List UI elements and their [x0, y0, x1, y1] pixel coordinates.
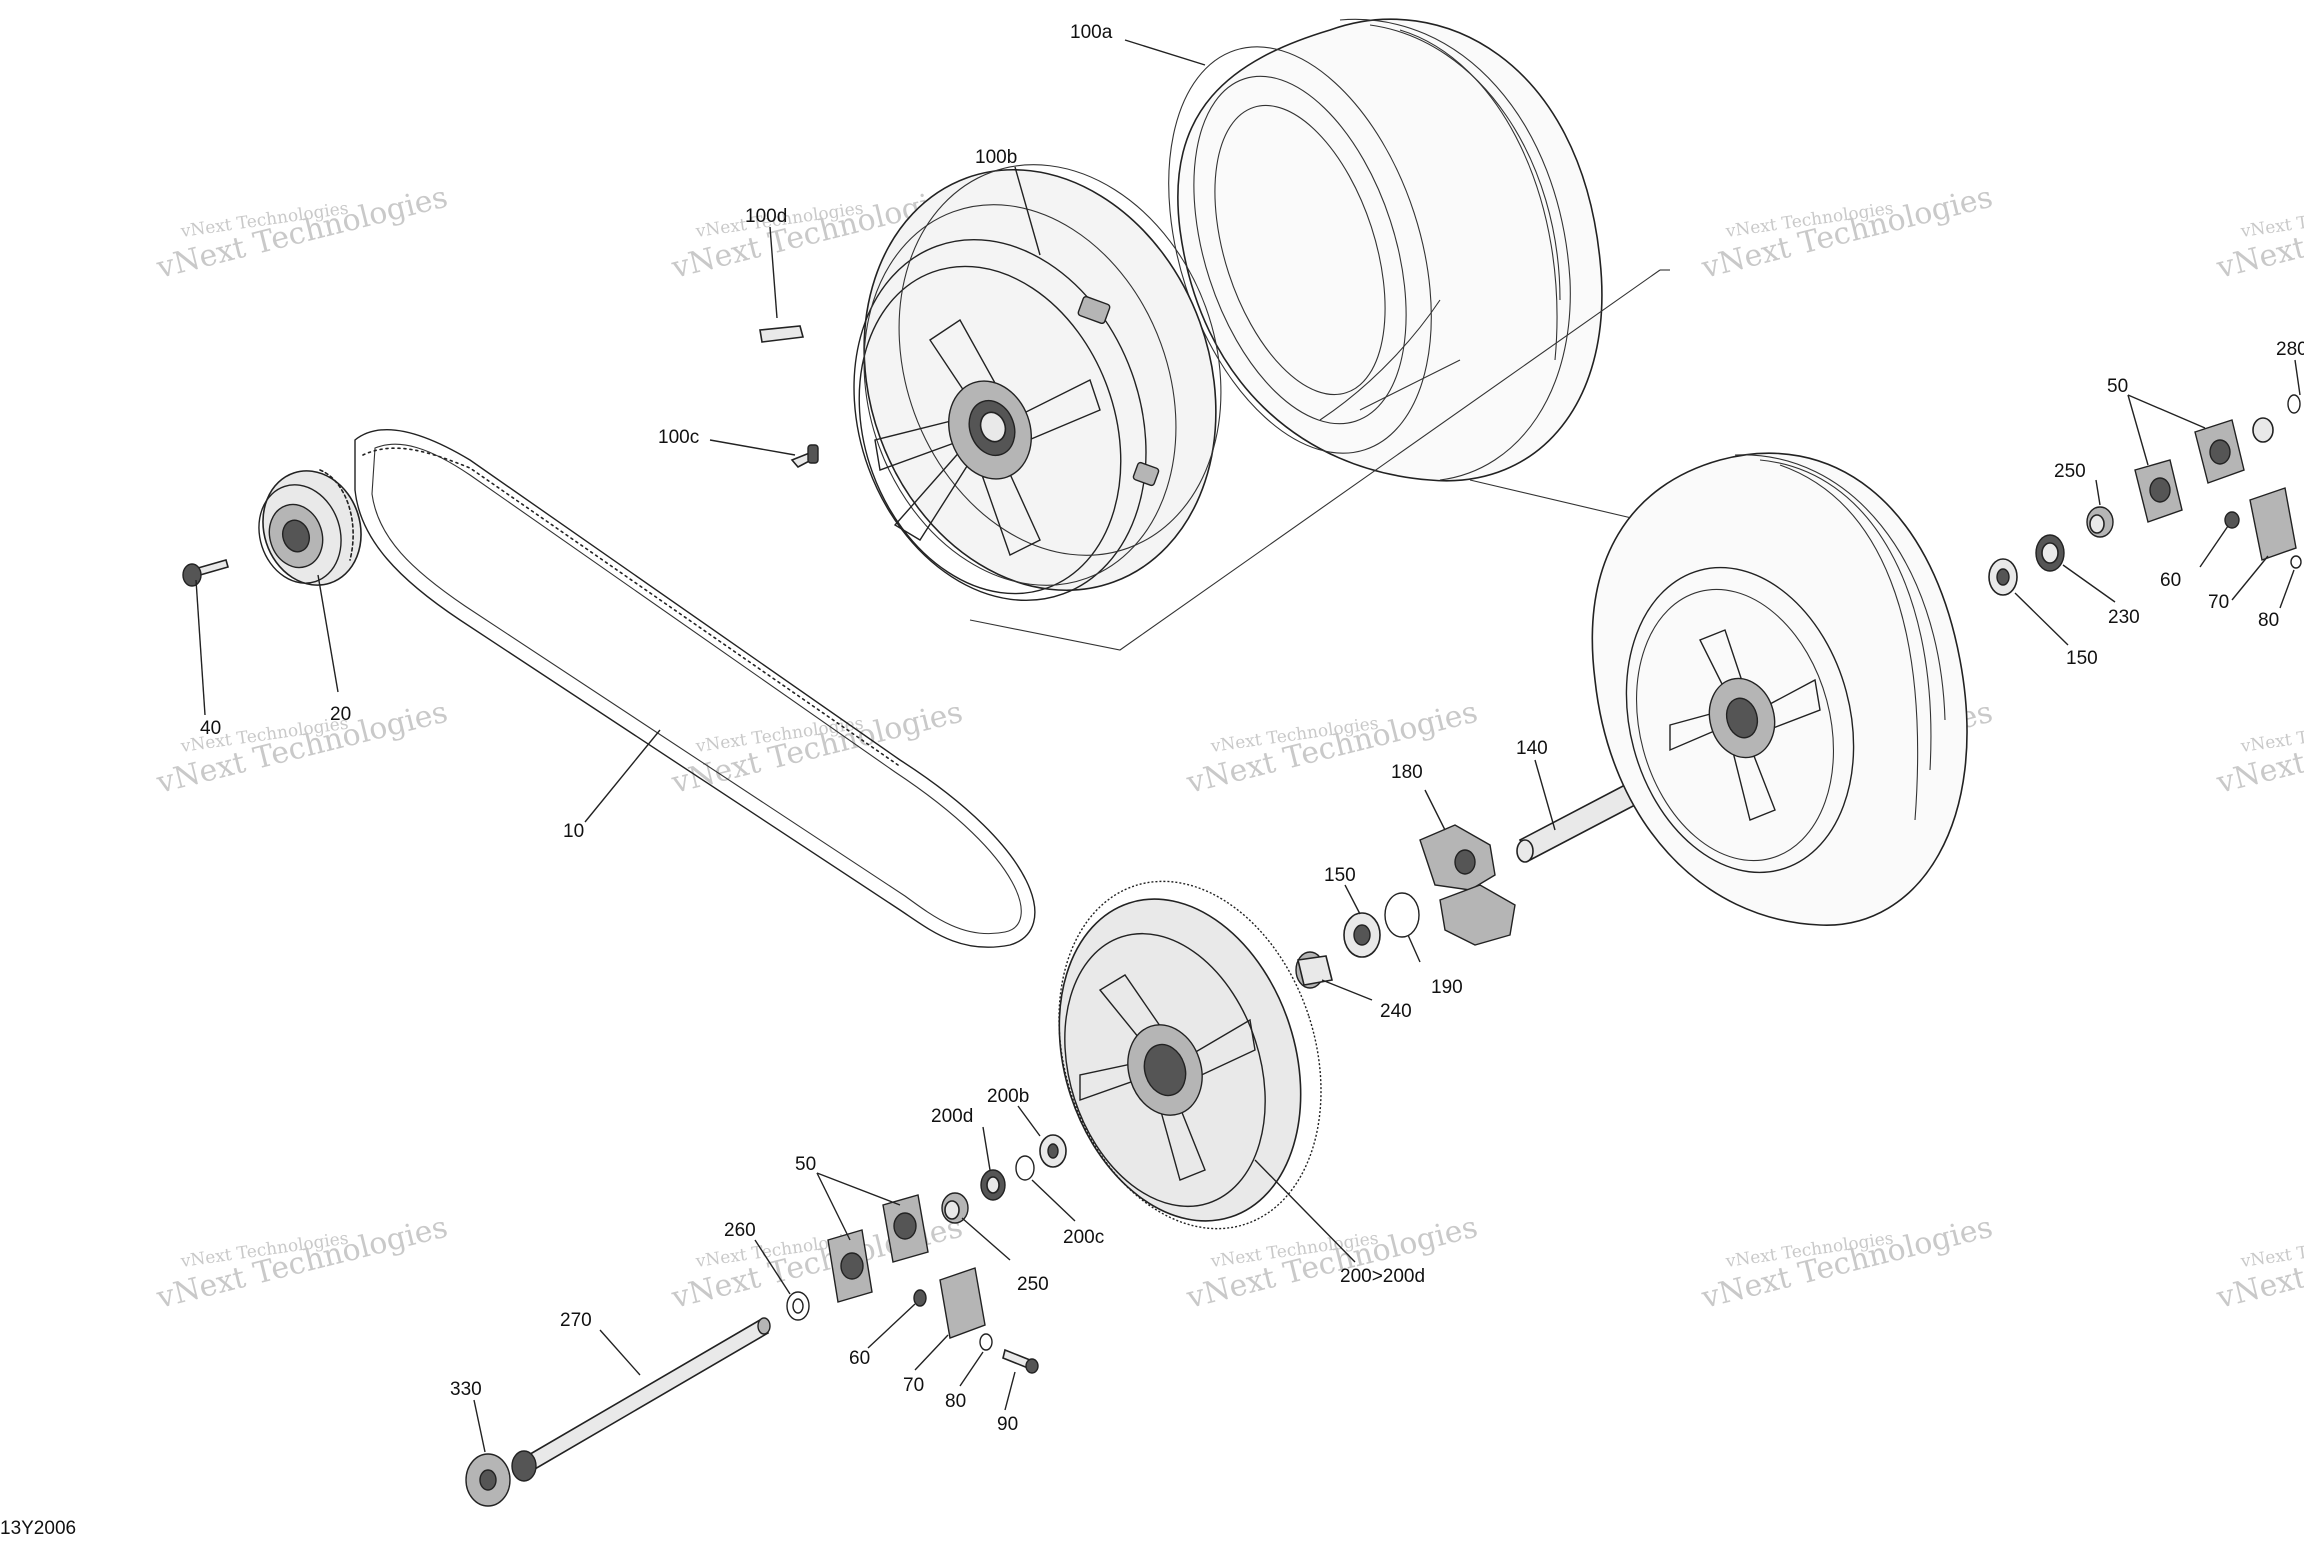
- label-90: 90: [997, 1414, 1018, 1435]
- label-250-right: 250: [2054, 461, 2086, 482]
- label-50-right: 50: [2107, 376, 2128, 397]
- label-200d: 200d: [931, 1106, 973, 1127]
- label-280: 280: [2276, 339, 2304, 360]
- drive-belt-10[interactable]: [354, 428, 1036, 948]
- label-70-bottom: 70: [903, 1375, 924, 1396]
- nut-60-bottom[interactable]: [913, 1289, 927, 1307]
- label-230: 230: [2108, 607, 2140, 628]
- label-100b: 100b: [975, 147, 1017, 168]
- label-190: 190: [1431, 977, 1463, 998]
- label-50-bottom: 50: [795, 1154, 816, 1175]
- spacer-240[interactable]: [1295, 951, 1333, 989]
- washer-80-bottom[interactable]: [979, 1333, 993, 1351]
- bearing-200b[interactable]: [1039, 1134, 1067, 1168]
- axle-nut-330[interactable]: [465, 1453, 511, 1507]
- washer-260[interactable]: [786, 1291, 810, 1321]
- bearing-holder-50-right[interactable]: [2134, 419, 2245, 523]
- label-260: 260: [724, 1220, 756, 1241]
- label-100c: 100c: [658, 427, 699, 448]
- tire-100a[interactable]: [1121, 13, 1603, 487]
- axle-shaft-270[interactable]: [511, 1317, 771, 1482]
- wheel-rim-100b[interactable]: [805, 119, 1274, 642]
- tensioner-plate-70-bottom[interactable]: [939, 1267, 986, 1339]
- label-200b: 200b: [987, 1086, 1029, 1107]
- rubber-damper-180[interactable]: [1419, 824, 1516, 946]
- circlip-190[interactable]: [1384, 892, 1420, 938]
- drive-pulley-20[interactable]: [247, 458, 376, 598]
- bearing-holder-50-bottom[interactable]: [827, 1194, 929, 1303]
- spacer-250-bottom[interactable]: [941, 1192, 969, 1224]
- bearing-150-center[interactable]: [1343, 912, 1381, 958]
- label-60-bottom: 60: [849, 1348, 870, 1369]
- label-250-bottom: 250: [1017, 1274, 1049, 1295]
- pulley-bolt-40[interactable]: [182, 559, 229, 587]
- label-140: 140: [1516, 738, 1548, 759]
- label-240: 240: [1380, 1001, 1412, 1022]
- callout-labels: 100a 100b 100d 100c 40 20 10 140 180 150…: [200, 22, 2304, 1435]
- valve-stem-100c[interactable]: [790, 444, 819, 469]
- label-80-bottom: 80: [945, 1391, 966, 1412]
- label-80-right: 80: [2258, 610, 2279, 631]
- washer-80-right[interactable]: [2290, 555, 2302, 569]
- label-270: 270: [560, 1310, 592, 1331]
- label-180: 180: [1391, 762, 1423, 783]
- washer-280[interactable]: [2287, 394, 2301, 414]
- ring-280b[interactable]: [2252, 417, 2274, 443]
- label-150-center: 150: [1324, 865, 1356, 886]
- label-330: 330: [450, 1379, 482, 1400]
- spacer-250-right[interactable]: [2086, 506, 2114, 538]
- label-20: 20: [330, 704, 351, 725]
- seal-230[interactable]: [2035, 534, 2065, 572]
- leader-lines: [195, 39, 2301, 1453]
- label-40: 40: [200, 718, 221, 739]
- nut-60-right[interactable]: [2224, 511, 2240, 529]
- seal-200d[interactable]: [980, 1169, 1006, 1201]
- valve-cap-100d[interactable]: [759, 325, 805, 343]
- wheel-assembly-right[interactable]: [1591, 452, 1968, 926]
- label-150-right: 150: [2066, 648, 2098, 669]
- label-70-right: 70: [2208, 592, 2229, 613]
- tensioner-plate-70-right[interactable]: [2249, 487, 2297, 561]
- driven-sprocket-200[interactable]: [1016, 847, 1364, 1263]
- label-200-200d: 200>200d: [1340, 1266, 1425, 1287]
- label-10: 10: [563, 821, 584, 842]
- screw-90[interactable]: [1002, 1348, 1039, 1374]
- label-100a: 100a: [1070, 22, 1113, 43]
- label-200c: 200c: [1063, 1227, 1104, 1248]
- label-60-right: 60: [2160, 570, 2181, 591]
- circlip-200c[interactable]: [1015, 1155, 1035, 1181]
- diagram-code: 13Y2006: [0, 1518, 76, 1536]
- bearing-150-right[interactable]: [1988, 558, 2018, 596]
- axle-tube-140[interactable]: [1516, 783, 1637, 863]
- label-100d: 100d: [745, 206, 787, 227]
